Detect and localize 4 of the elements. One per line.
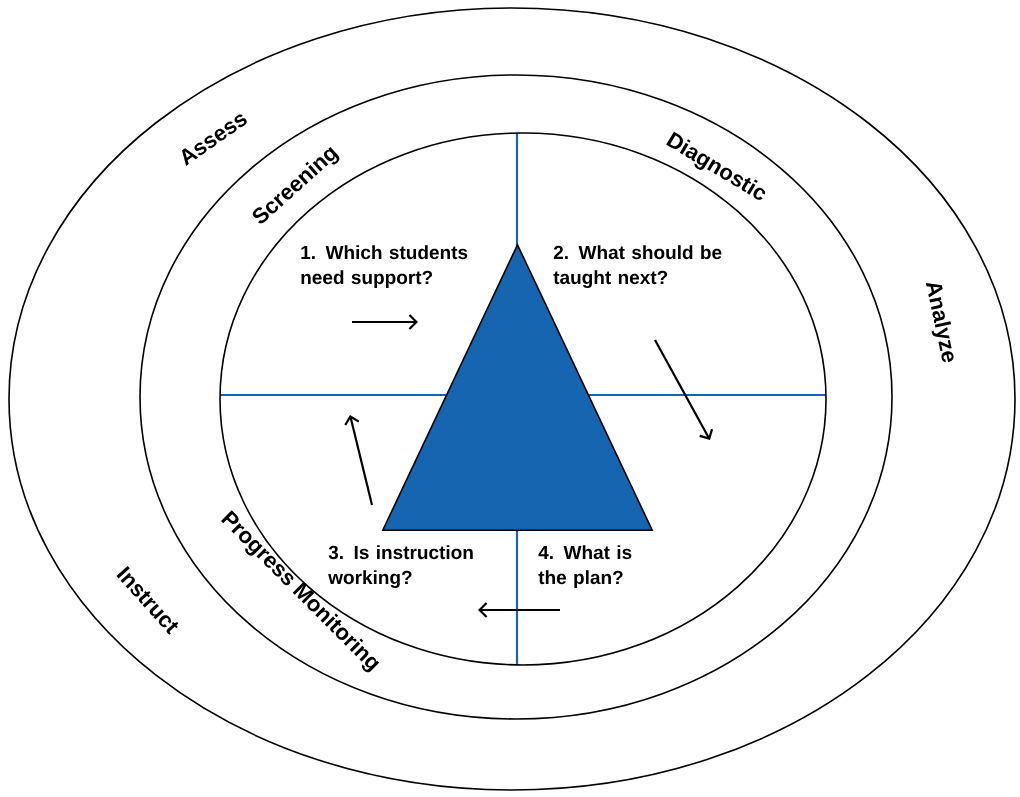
question-text: 4. What is the plan? — [538, 545, 632, 588]
question-text: 1. Which students need support? — [301, 245, 468, 288]
ring-label: Analyze — [925, 283, 954, 363]
question-text: 2. What should be taught next? — [553, 245, 722, 288]
